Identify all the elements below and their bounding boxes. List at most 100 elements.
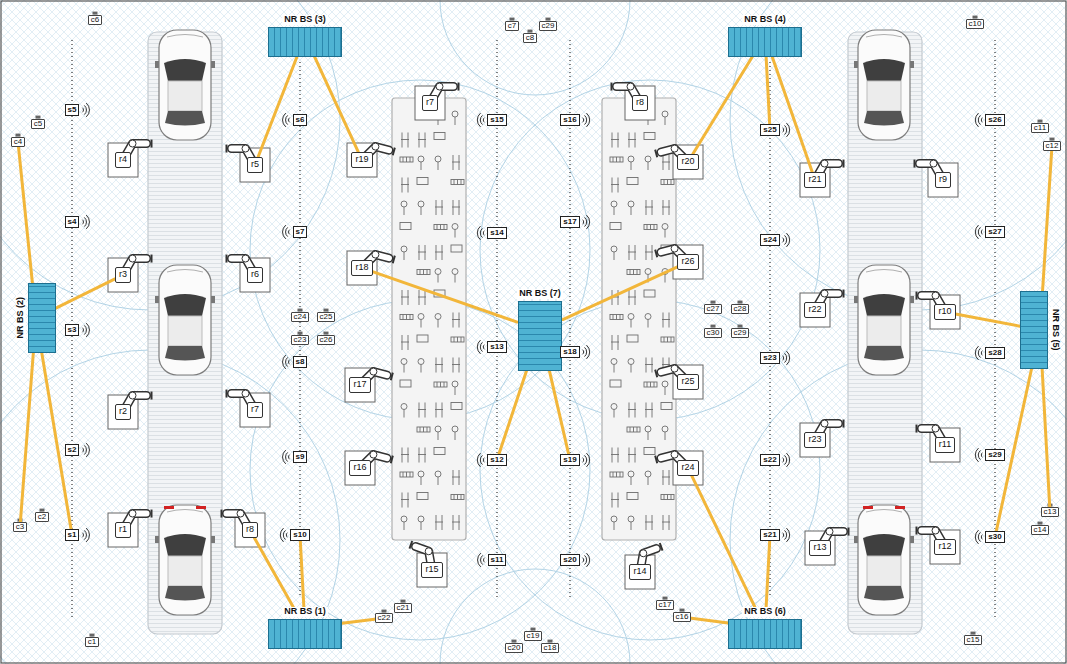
- robot: r14: [629, 564, 650, 580]
- tool-icon: [664, 495, 671, 500]
- camera-label: c7: [508, 22, 516, 31]
- tool-icon: [664, 337, 671, 342]
- camera: c12: [1043, 141, 1062, 152]
- tool-icon: [627, 178, 638, 185]
- station-label: NR BS (3): [282, 15, 328, 25]
- tool-icon: [452, 426, 458, 432]
- arm-gripper: [409, 541, 412, 549]
- sensor-waves: [583, 345, 590, 359]
- robot-label: r24: [681, 463, 694, 473]
- arm-gripper: [916, 527, 918, 535]
- wave-arc: [586, 553, 589, 567]
- sensor-label: s11: [491, 556, 504, 565]
- wave-arc: [783, 533, 784, 538]
- tool-icon: [628, 133, 636, 148]
- tool-icon: [613, 315, 620, 320]
- sensor-waves: [82, 215, 89, 229]
- tool-icon: [661, 337, 674, 342]
- tool-icon: [661, 495, 674, 500]
- tool-icon: [417, 335, 428, 342]
- wave-arc: [785, 455, 787, 464]
- robot-label: r7: [426, 98, 434, 108]
- car-roof: [168, 556, 202, 586]
- robot-arm: [917, 527, 961, 564]
- tool-icon: [451, 495, 464, 500]
- robot-label: r2: [119, 407, 127, 417]
- car: [854, 30, 914, 140]
- sensor-label: s8: [296, 358, 305, 367]
- tool-icon: [401, 448, 409, 463]
- tool-icon: [627, 427, 640, 432]
- car-roof: [168, 81, 202, 111]
- robot-label: r15: [425, 565, 438, 575]
- sensor-label: s25: [763, 126, 776, 135]
- sensor: s10: [290, 529, 309, 542]
- sensor-waves: [975, 225, 982, 239]
- wave-arc: [483, 458, 484, 463]
- camera-label: c12: [1046, 142, 1059, 151]
- robot-label: r23: [808, 435, 821, 445]
- robot: r19: [351, 152, 372, 168]
- robot-arm: [612, 83, 656, 120]
- tool-icon: [610, 472, 623, 477]
- robot-arm: [800, 290, 844, 327]
- tool-icon: [454, 495, 461, 500]
- tool-icon: [452, 313, 460, 328]
- sensor: s19: [560, 454, 579, 467]
- robot: r10: [934, 304, 955, 320]
- tool-icon: [645, 358, 653, 373]
- robot-label: r26: [681, 257, 694, 267]
- sensor-waves: [82, 103, 89, 117]
- tool-icon: [452, 111, 458, 117]
- tool-icon: [610, 223, 621, 230]
- wave-arc: [981, 230, 982, 235]
- tool-icon: [452, 200, 460, 215]
- robot: r20: [677, 154, 698, 170]
- tool-icon: [648, 432, 649, 440]
- tool-icon: [435, 269, 441, 275]
- tool-icon: [665, 387, 666, 395]
- wave-arc: [283, 530, 285, 539]
- radio-link: [691, 618, 728, 623]
- camera: c8: [523, 33, 537, 44]
- tool-set: [610, 111, 674, 530]
- camera: c14: [1031, 525, 1050, 536]
- tool-icon: [645, 471, 651, 477]
- camera: c6: [88, 15, 102, 26]
- camera-label: c15: [967, 636, 980, 645]
- sensor: s13: [487, 341, 506, 354]
- camera-label: c11: [1034, 124, 1046, 133]
- arm-joint: [932, 527, 939, 534]
- sensor: s12: [487, 454, 506, 467]
- camera: c2: [35, 512, 49, 523]
- sensor: s21: [760, 529, 779, 542]
- camera: c1: [85, 637, 99, 648]
- car-windshield: [164, 59, 206, 81]
- camera: c10: [966, 19, 985, 30]
- arm-gripper: [655, 250, 657, 258]
- car-windshield: [164, 534, 206, 556]
- robot-label: r16: [353, 463, 366, 473]
- robot: r11: [935, 437, 955, 453]
- robot-label: r18: [355, 263, 368, 273]
- sensor-waves: [280, 528, 287, 542]
- tool-icon: [662, 313, 670, 328]
- robot-arm: [347, 251, 395, 285]
- tool-icon: [661, 403, 672, 410]
- tool-icon: [613, 157, 620, 162]
- tool-icon: [418, 156, 424, 162]
- camera-label: c24: [294, 313, 307, 322]
- tool-icon: [611, 335, 619, 350]
- wave-arc: [82, 220, 83, 225]
- arm-gripper: [655, 150, 657, 158]
- tool-icon: [438, 162, 439, 170]
- robot: r8: [242, 522, 258, 538]
- tool-icon: [662, 111, 668, 117]
- sensor-waves: [477, 226, 484, 240]
- tool-icon: [628, 314, 634, 320]
- tool-icon: [435, 156, 441, 162]
- tool-icon: [401, 246, 407, 252]
- wave-arc: [585, 217, 587, 226]
